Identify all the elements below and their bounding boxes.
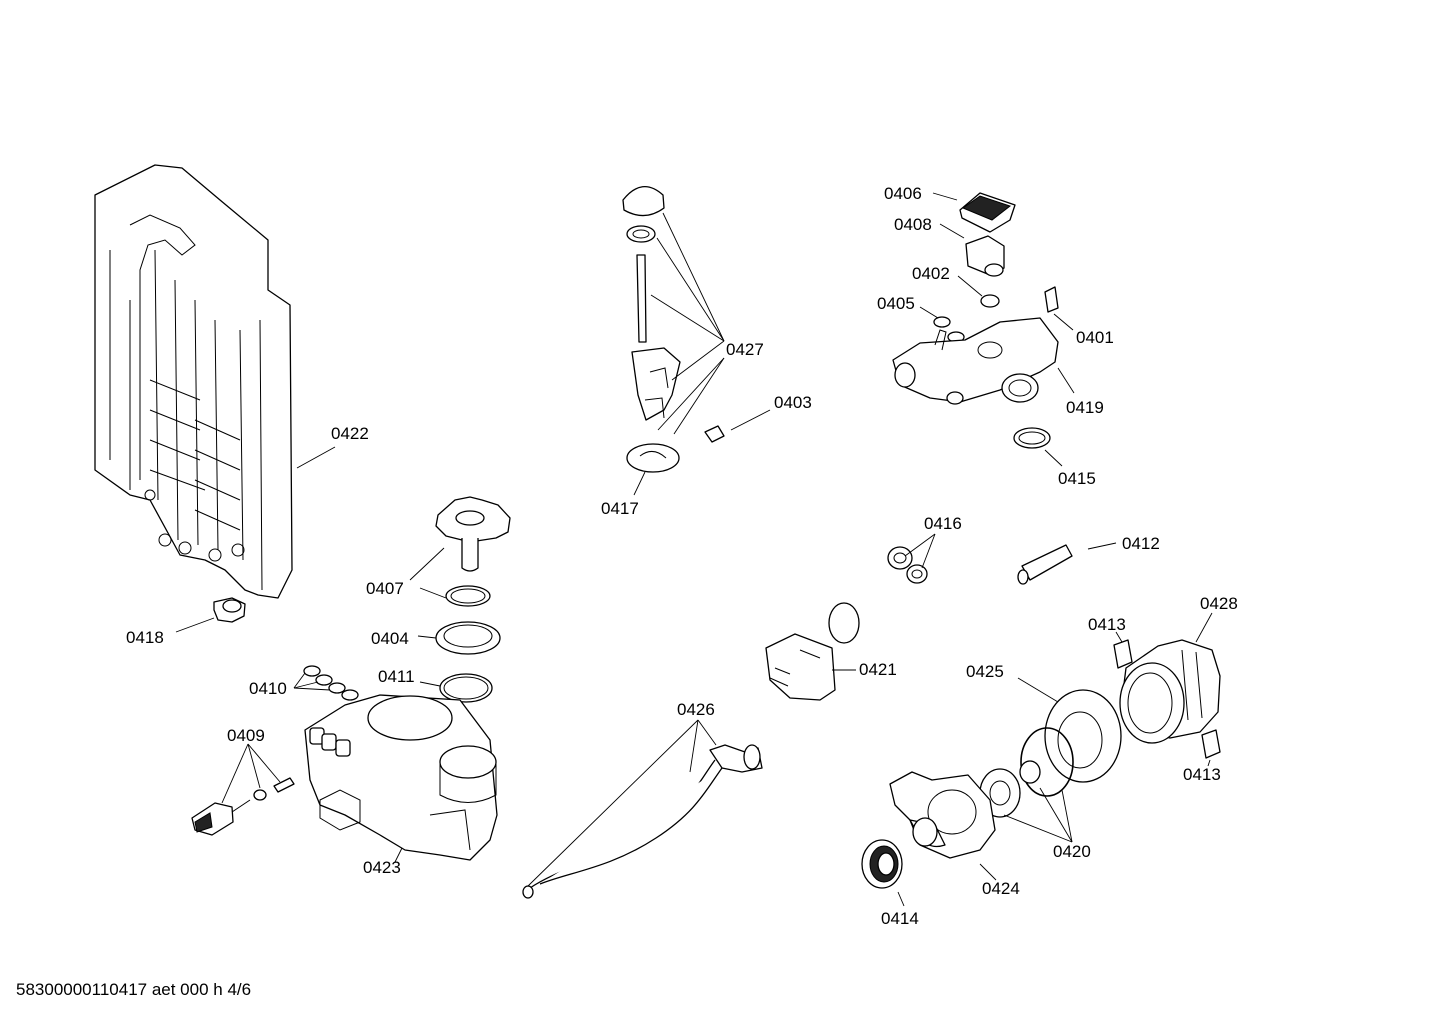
label-0418: 0418 <box>126 628 164 647</box>
label-0405: 0405 <box>877 294 915 313</box>
label-0413-bottom: 0413 <box>1183 765 1221 784</box>
part-0413-clip-bottom: 0413 <box>1183 729 1221 784</box>
part-0417-disc: 0417 <box>601 471 646 518</box>
label-0422: 0422 <box>331 424 369 443</box>
part-0412-heater-element: 0412 <box>1017 534 1160 585</box>
label-0409: 0409 <box>227 726 265 745</box>
label-0413-top: 0413 <box>1088 615 1126 634</box>
part-0402-o-ring: 0402 <box>912 264 1000 308</box>
part-0405-o-rings: 0405 <box>877 294 965 343</box>
part-0403-clip: 0403 <box>704 393 812 443</box>
label-0411: 0411 <box>378 667 415 686</box>
label-0415: 0415 <box>1058 469 1096 488</box>
label-0427: 0427 <box>726 340 764 359</box>
part-0427-float-assembly: 0427 <box>622 186 764 473</box>
part-0415-hose-clamp: 0415 <box>1013 427 1096 488</box>
label-0404: 0404 <box>371 629 409 648</box>
label-0412: 0412 <box>1122 534 1160 553</box>
label-0401: 0401 <box>1076 328 1114 347</box>
part-0401-connector: 0401 <box>1044 286 1114 347</box>
part-0425-pump-housing: 0425 <box>966 662 1122 783</box>
label-0421: 0421 <box>859 660 897 679</box>
part-0410-o-rings: 0410 <box>249 665 359 701</box>
part-0411-gasket: 0411 <box>378 667 493 703</box>
label-0403: 0403 <box>774 393 812 412</box>
part-0419-pressure-switch: 0419 <box>892 317 1104 417</box>
label-0410: 0410 <box>249 679 287 698</box>
part-0408-sensor: 0408 <box>894 215 1005 277</box>
label-0402: 0402 <box>912 264 950 283</box>
label-0425: 0425 <box>966 662 1004 681</box>
part-0422-heat-exchanger: 0422 <box>94 164 369 599</box>
label-0414: 0414 <box>881 909 919 928</box>
part-0409-valve: 0409 <box>191 726 295 836</box>
part-0424-pump-body: 0424 <box>889 771 1020 898</box>
label-0408: 0408 <box>894 215 932 234</box>
label-0426: 0426 <box>677 700 715 719</box>
label-0424: 0424 <box>982 879 1020 898</box>
part-0407-cap: 0407 <box>366 496 511 598</box>
part-0404-ring <box>419 585 491 607</box>
label-0407: 0407 <box>366 579 404 598</box>
part-0421-drain-pump: 0421 <box>765 602 897 701</box>
label-0428: 0428 <box>1200 594 1238 613</box>
document-code: 58300000110417 aet 000 h 4/6 <box>16 980 252 999</box>
part-0414-seal-ring: 0414 <box>861 839 919 928</box>
part-0428-heater-pump: 0428 <box>1119 594 1238 744</box>
part-0413-clip-top: 0413 <box>1088 615 1133 669</box>
label-0423: 0423 <box>363 858 401 877</box>
part-0404-nut: 0404 <box>371 621 501 655</box>
label-0406: 0406 <box>884 184 922 203</box>
label-0416: 0416 <box>924 514 962 533</box>
label-0420: 0420 <box>1053 842 1091 861</box>
part-0426-hose: 0426 <box>522 700 763 899</box>
part-0423-water-softener: 0423 <box>304 694 498 877</box>
label-0419: 0419 <box>1066 398 1104 417</box>
part-0416-nozzle: 0416 <box>887 514 962 584</box>
part-0406-cover: 0406 <box>884 184 1016 233</box>
part-0418-fitting: 0418 <box>126 597 246 647</box>
label-0417: 0417 <box>601 499 639 518</box>
